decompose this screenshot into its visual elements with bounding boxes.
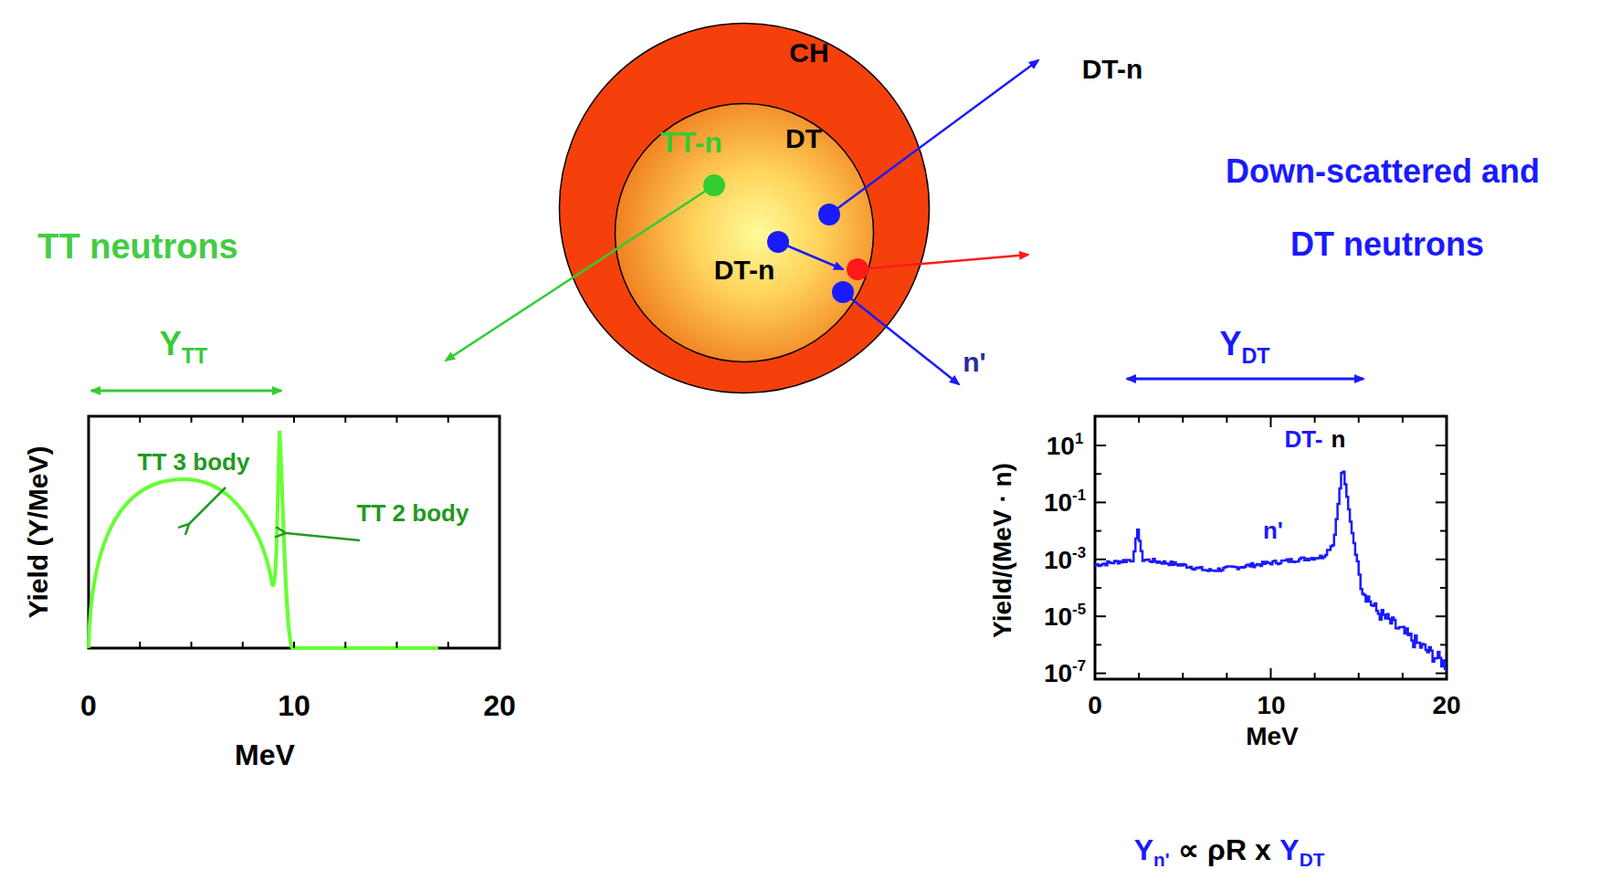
range-arrow <box>1126 378 1364 381</box>
text-label: 10 <box>1256 691 1285 721</box>
range-arrow <box>91 389 282 393</box>
dt-spectrum <box>1094 472 1447 670</box>
label-text: 0 <box>1087 691 1103 720</box>
label-text: 10 <box>277 689 311 723</box>
text-label: TT 2 body <box>357 499 470 528</box>
label-text: TT 2 body <box>357 499 470 527</box>
label-text: 10 <box>1043 602 1073 632</box>
plot-frame <box>1094 416 1447 680</box>
circle-outline <box>613 102 875 364</box>
label-text: DT- <box>1284 425 1324 453</box>
subscript: TT <box>181 344 209 369</box>
text-label: DT-n <box>1082 53 1144 85</box>
subscript: n' <box>1153 849 1170 871</box>
text-label: 20 <box>483 689 516 724</box>
label-text: Y <box>1219 325 1242 363</box>
leader-line <box>189 487 226 525</box>
label-text: n' <box>1263 516 1284 545</box>
dt-dot <box>831 281 854 304</box>
label-text: Y <box>1279 833 1299 867</box>
label-text: DT-n <box>714 254 776 285</box>
text-label: 0 <box>80 689 97 724</box>
plot-frame <box>88 416 500 649</box>
text-label: MeV <box>1245 722 1299 752</box>
label-text: TT-n <box>660 126 723 159</box>
axis-ticks <box>139 416 1447 680</box>
text-label: 10 <box>277 689 311 724</box>
text-label: 10-1 <box>1043 486 1086 519</box>
label-text: n <box>1331 425 1347 453</box>
tt-spectrum <box>88 431 439 649</box>
text-label: 10-3 <box>1043 544 1086 577</box>
label-text: Yield/(MeV · n) <box>988 463 1017 639</box>
text-label: 101 <box>1046 430 1085 463</box>
label-text: TT neutrons <box>37 227 239 266</box>
text-label: 10-7 <box>1043 657 1086 690</box>
text-label: Yield (Y/MeV) <box>22 446 54 620</box>
text-label: TT 3 body <box>137 448 251 477</box>
label-text: Y <box>1134 833 1154 867</box>
superscript: 1 <box>1074 430 1084 448</box>
label-text: Yield (Y/MeV) <box>22 446 53 620</box>
text-label: 20 <box>1431 691 1461 721</box>
label-text: 10 <box>1043 546 1073 575</box>
tt-dot <box>703 174 726 197</box>
label-text: MeV <box>234 738 295 772</box>
text-label: DT-n <box>714 254 776 286</box>
recoil-dot <box>846 258 869 281</box>
text-label: Yield/(MeV · n) <box>988 463 1018 639</box>
fuel-core: DT <box>613 102 875 364</box>
subscript: DT <box>1241 344 1270 369</box>
text-label: MeV <box>234 738 295 773</box>
label-text: Y <box>159 325 182 363</box>
label-text: n' <box>962 347 986 378</box>
subscript: DT <box>1299 849 1326 871</box>
label-text: DT-n <box>1082 53 1144 85</box>
text-label: DT neutrons <box>1290 225 1485 264</box>
text-label: n' <box>1263 516 1284 546</box>
text-label: TT-n <box>660 126 723 160</box>
text-label: TT neutrons <box>37 227 239 267</box>
superscript: -5 <box>1072 600 1086 619</box>
text-label: n' <box>962 347 986 379</box>
label-text: 10 <box>1046 431 1075 461</box>
text-label: Down-scattered and <box>1225 152 1540 191</box>
leader-line <box>285 533 360 541</box>
dt-dot <box>767 231 790 253</box>
superscript: -3 <box>1072 544 1086 562</box>
label-text: ∝ ρR x <box>1178 833 1271 867</box>
label-text: 20 <box>483 689 516 723</box>
text-label: 10-5 <box>1043 600 1086 633</box>
label-text: 0 <box>80 689 97 723</box>
text-label: Yn'∝ ρR xYDT <box>1134 832 1326 872</box>
superscript: -7 <box>1072 657 1086 675</box>
node-label: CH <box>789 37 829 69</box>
label-text: TT 3 body <box>137 448 251 476</box>
label-text: 10 <box>1256 691 1285 720</box>
text-label: DT-n <box>1284 425 1347 454</box>
label-text: Down-scattered and <box>1225 152 1540 190</box>
label-text: 20 <box>1431 691 1461 720</box>
text-label: 0 <box>1087 691 1103 721</box>
ablator-shell: CH DT <box>557 21 931 395</box>
node-label: DT <box>785 123 822 155</box>
label-text: 10 <box>1043 659 1073 688</box>
superscript: -1 <box>1072 486 1086 505</box>
label-text: 10 <box>1043 488 1073 517</box>
text-label: YDT <box>1219 325 1270 369</box>
text-label: YTT <box>159 325 209 369</box>
label-text: DT neutrons <box>1290 225 1485 264</box>
label-text: MeV <box>1245 722 1299 751</box>
dt-dot <box>818 203 841 226</box>
